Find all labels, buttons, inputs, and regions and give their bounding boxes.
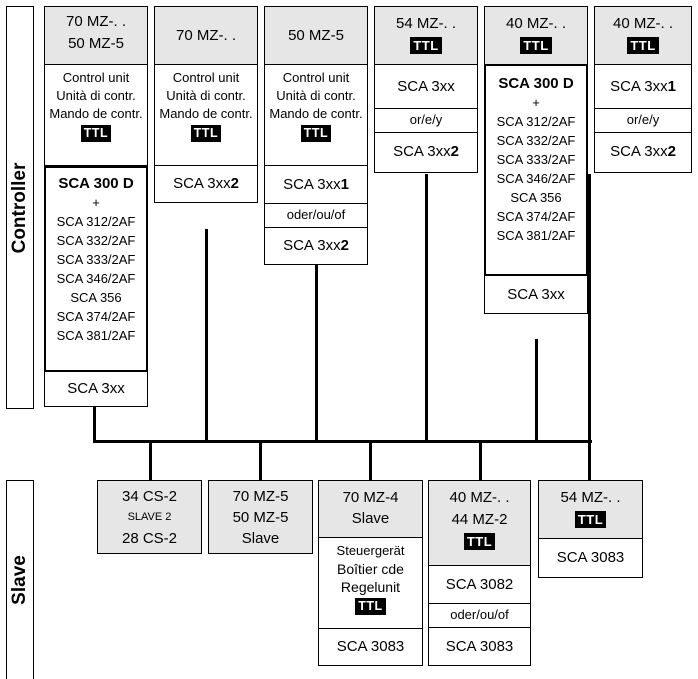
controller-5-adapter: SCA 3xx — [484, 276, 588, 314]
controller-column-5: 40 MZ-. . TTL SCA 300 D + SCA 312/2AF SC… — [484, 6, 588, 314]
controller-4-option-1: SCA 3xx — [374, 64, 478, 109]
slave-4-option-1: SCA 3082 — [428, 565, 531, 604]
ttl-badge: TTL — [410, 37, 442, 54]
ttl-badge: TTL — [574, 511, 607, 528]
controller-5-header: 40 MZ-. . TTL — [484, 6, 588, 64]
slave-label: Slave — [9, 555, 30, 605]
controller-6-option-2: SCA 3xx2 — [594, 133, 692, 173]
connector-s3 — [369, 440, 372, 480]
controller-column-6: 40 MZ-. . TTL SCA 3xx1 or/e/y SCA 3xx2 — [594, 6, 692, 173]
controller-3-option-2: SCA 3xx2 — [264, 228, 368, 265]
controller-label-box: Controller — [6, 6, 34, 409]
connector-c4 — [425, 174, 428, 442]
controller-1-unit: Control unit Unità di contr. Mando de co… — [44, 64, 148, 166]
ttl-badge: TTL — [300, 125, 332, 142]
controller-2-adapter: SCA 3xx2 — [154, 166, 258, 203]
slave-3-unit: Steuergerät Boîtier cde Regelunit TTL — [318, 537, 423, 629]
slave-column-1: 34 CS-2 SLAVE 2 28 CS-2 — [97, 480, 202, 554]
connector-c6 — [588, 174, 591, 442]
controller-6-separator: or/e/y — [594, 109, 692, 133]
slave-4-option-2: SCA 3083 — [428, 628, 531, 666]
controller-column-1: 70 MZ-. . 50 MZ-5 Control unit Unità di … — [44, 6, 148, 407]
controller-column-3: 50 MZ-5 Control unit Unità di contr. Man… — [264, 6, 368, 265]
controller-1-modules: SCA 300 D + SCA 312/2AF SCA 332/2AF SCA … — [44, 166, 148, 372]
slave-3-header: 70 MZ-4 Slave — [318, 480, 423, 537]
slave-column-2: 70 MZ-5 50 MZ-5 Slave — [208, 480, 313, 554]
controller-4-separator: or/e/y — [374, 109, 478, 133]
connector-s4 — [479, 440, 482, 480]
ttl-badge: TTL — [463, 533, 496, 550]
controller-1-adapter: SCA 3xx — [44, 372, 148, 407]
controller-3-header: 50 MZ-5 — [264, 6, 368, 64]
slave-2-box: 70 MZ-5 50 MZ-5 Slave — [208, 480, 313, 554]
controller-label: Controller — [9, 162, 30, 253]
ttl-badge: TTL — [520, 37, 552, 54]
slave-4-header: 40 MZ-. . 44 MZ-2 TTL — [428, 480, 531, 565]
slave-1-box: 34 CS-2 SLAVE 2 28 CS-2 — [97, 480, 202, 554]
connector-c1 — [93, 405, 96, 442]
bus-line — [93, 440, 592, 443]
controller-column-4: 54 MZ-. . TTL SCA 3xx or/e/y SCA 3xx2 — [374, 6, 478, 173]
controller-column-2: 70 MZ-. . Control unit Unità di contr. M… — [154, 6, 258, 203]
connector-s1 — [149, 440, 152, 480]
controller-4-option-2: SCA 3xx2 — [374, 133, 478, 173]
controller-5-modules: SCA 300 D + SCA 312/2AF SCA 332/2AF SCA … — [484, 64, 588, 276]
controller-3-option-1: SCA 3xx1 — [264, 166, 368, 204]
connector-s2 — [259, 440, 262, 480]
slave-4-separator: oder/ou/of — [428, 604, 531, 628]
controller-6-option-1: SCA 3xx1 — [594, 64, 692, 109]
controller-2-header: 70 MZ-. . — [154, 6, 258, 64]
connector-c2 — [205, 229, 208, 442]
slave-column-3: 70 MZ-4 Slave Steuergerät Boîtier cde Re… — [318, 480, 423, 666]
controller-2-unit: Control unit Unità di contr. Mando de co… — [154, 64, 258, 166]
slave-column-4: 40 MZ-. . 44 MZ-2 TTL SCA 3082 oder/ou/o… — [428, 480, 531, 666]
controller-3-unit: Control unit Unità di contr. Mando de co… — [264, 64, 368, 166]
connector-c5 — [535, 339, 538, 442]
slave-5-adapter: SCA 3083 — [538, 538, 643, 578]
slave-3-adapter: SCA 3083 — [318, 629, 423, 666]
slave-label-box: Slave — [6, 480, 34, 679]
ttl-badge: TTL — [627, 37, 659, 54]
connector-c3 — [315, 264, 318, 442]
connector-s5 — [588, 440, 591, 480]
ttl-badge: TTL — [190, 125, 222, 142]
controller-3-separator: oder/ou/of — [264, 204, 368, 228]
controller-6-header: 40 MZ-. . TTL — [594, 6, 692, 64]
ttl-badge: TTL — [355, 598, 386, 615]
controller-4-header: 54 MZ-. . TTL — [374, 6, 478, 64]
ttl-badge: TTL — [80, 125, 112, 142]
slave-5-header: 54 MZ-. . TTL — [538, 480, 643, 538]
slave-column-5: 54 MZ-. . TTL SCA 3083 — [538, 480, 643, 578]
controller-1-header: 70 MZ-. . 50 MZ-5 — [44, 6, 148, 64]
